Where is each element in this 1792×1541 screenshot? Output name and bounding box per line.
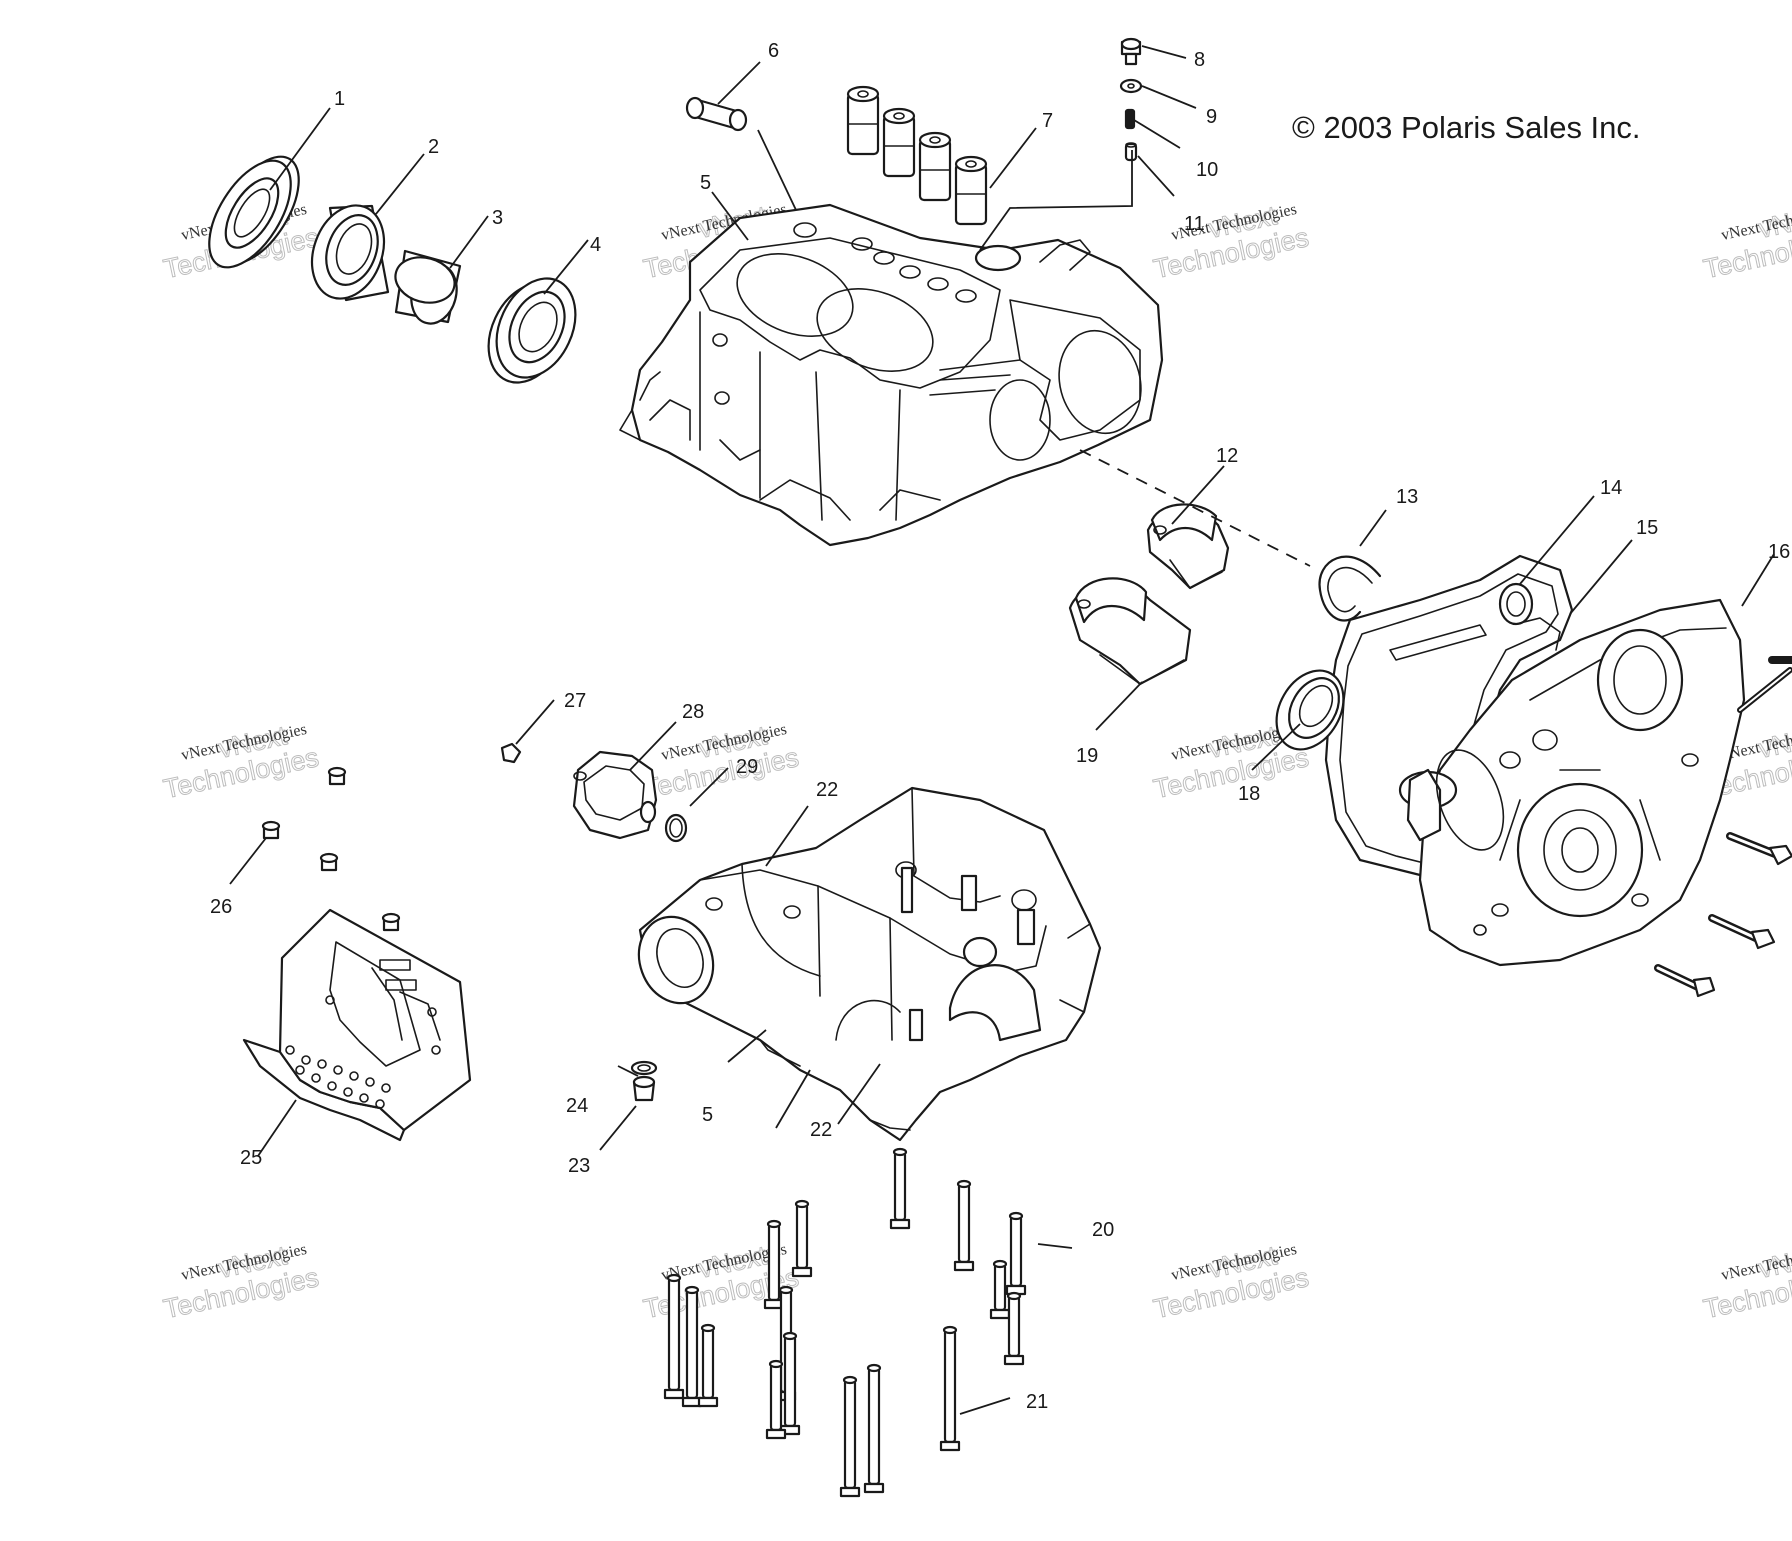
stud-bolt (863, 1363, 885, 1494)
part-7-sleeves (846, 85, 988, 226)
part-27-bolt (500, 742, 522, 764)
callout-5-upper: 5 (700, 172, 711, 194)
callout-22-lower: 22 (810, 1119, 832, 1141)
part-20-bolts (763, 1147, 1027, 1402)
callout-23: 23 (568, 1155, 590, 1177)
callout-19: 19 (1076, 745, 1098, 767)
copyright-notice: © 2003 Polaris Sales Inc. (1292, 110, 1641, 145)
callout-20: 20 (1092, 1219, 1114, 1241)
callout-7: 7 (1042, 110, 1053, 132)
part-9-washer (1119, 78, 1143, 94)
callout-15: 15 (1636, 517, 1658, 539)
callout-28: 28 (682, 701, 704, 723)
callout-5-lower: 5 (702, 1104, 713, 1126)
part-2-bearing (310, 204, 390, 302)
stud-bolt (791, 1199, 813, 1278)
stud-bolt (1005, 1211, 1027, 1296)
callout-9: 9 (1206, 106, 1217, 128)
callout-16: 16 (1768, 541, 1790, 563)
part-19-bearing-shell (1068, 577, 1192, 686)
part-11-pin (1124, 142, 1138, 162)
stud-bolt (889, 1147, 911, 1230)
stud-bolt (697, 1323, 719, 1408)
stud-bolt (953, 1179, 975, 1272)
part-29-o-ring (664, 813, 688, 843)
callout-11: 11 (1184, 213, 1205, 235)
stud-bolt (765, 1359, 787, 1440)
part-12-bearing-shell (1146, 503, 1230, 590)
callout-6: 6 (768, 40, 779, 62)
part-16-crankcase-cover (1398, 598, 1746, 967)
callout-21: 21 (1026, 1391, 1048, 1413)
stud-bolt (663, 1273, 685, 1400)
part-25-baffle (242, 908, 472, 1142)
callout-26: 26 (210, 896, 232, 918)
part-5-upper-crankcase (619, 203, 1164, 547)
callout-29: 29 (736, 756, 758, 778)
callout-4: 4 (590, 234, 601, 256)
callout-24: 24 (566, 1095, 588, 1117)
part-6-dowel (685, 96, 748, 132)
callout-10: 10 (1196, 159, 1218, 181)
stud-bolt (839, 1375, 861, 1498)
callout-22-upper: 22 (816, 779, 838, 801)
stud-bolt (1003, 1291, 1025, 1366)
alignment-line (1079, 449, 1311, 567)
callout-13: 13 (1396, 486, 1418, 508)
part-3-bushing (394, 249, 462, 325)
part-10-pin (1124, 108, 1136, 130)
part-28-cover (572, 750, 658, 840)
part-13-snap-ring (1318, 555, 1382, 622)
baffle-holes (285, 995, 441, 1109)
callout-1: 1 (334, 88, 345, 110)
callout-2: 2 (428, 136, 439, 158)
callout-12: 12 (1216, 445, 1238, 467)
stud-bolt (989, 1259, 1011, 1320)
callout-25: 25 (240, 1147, 262, 1169)
part-1-oil-seal (208, 155, 300, 269)
part-26-plugs (261, 766, 401, 932)
callout-3: 3 (492, 207, 503, 229)
part-14-seal (1498, 582, 1534, 626)
callout-14: 14 (1600, 477, 1622, 499)
stud-bolt (939, 1325, 961, 1452)
callout-8: 8 (1194, 49, 1205, 71)
callout-labels: 1 2 3 4 5 6 7 8 9 10 11 12 13 14 15 16 1… (210, 40, 1790, 1413)
cover-bolts (1654, 656, 1792, 998)
part-8-bolt (1120, 37, 1142, 66)
callout-27: 27 (564, 690, 586, 712)
part-24-washer (630, 1060, 658, 1076)
part-5-lower-crankcase (637, 786, 1102, 1142)
callout-18: 18 (1238, 783, 1260, 805)
part-23-plug (632, 1075, 656, 1102)
part-4-bearing (487, 277, 577, 384)
leader-lines (229, 45, 1775, 1415)
part-21-bolts (663, 1273, 961, 1498)
